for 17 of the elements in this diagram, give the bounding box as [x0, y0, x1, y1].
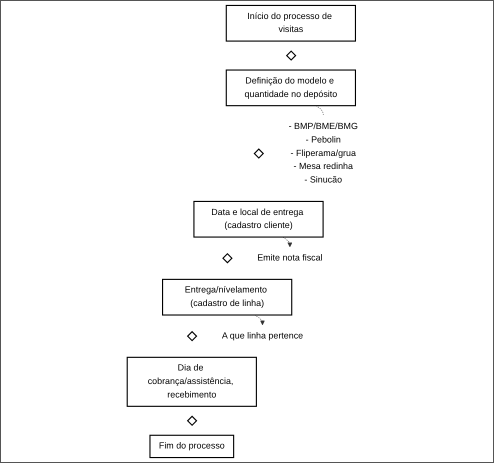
node-text: Emite nota fiscal: [257, 253, 323, 263]
node-diamond: [186, 330, 198, 342]
node-box: Início do processo de visitas: [226, 4, 356, 42]
node-diamond: [286, 50, 296, 61]
node-box: Fim do processo: [149, 434, 234, 458]
node-box: Entrega/nívelamento (cadastro de linha): [162, 278, 292, 316]
node-box: Data e local de entrega (cadastro cliente): [193, 200, 324, 238]
node-box: Definição do modelo e quantidade no depósito: [226, 69, 356, 106]
node-diamond: [222, 252, 233, 264]
node-text: - BMP/BME/BMG - Pebolin - Fliperama/grua - Mesa redinha - Sinucão: [288, 122, 358, 185]
node-text: A que linha pertence: [222, 331, 304, 341]
node-box: Dia de cobrança/assistência, recebimento: [126, 356, 257, 407]
node-diamond: [254, 148, 264, 159]
arrow: [282, 236, 292, 248]
arrow: [254, 314, 265, 326]
connector: [316, 105, 324, 116]
node-diamond: [186, 416, 198, 426]
